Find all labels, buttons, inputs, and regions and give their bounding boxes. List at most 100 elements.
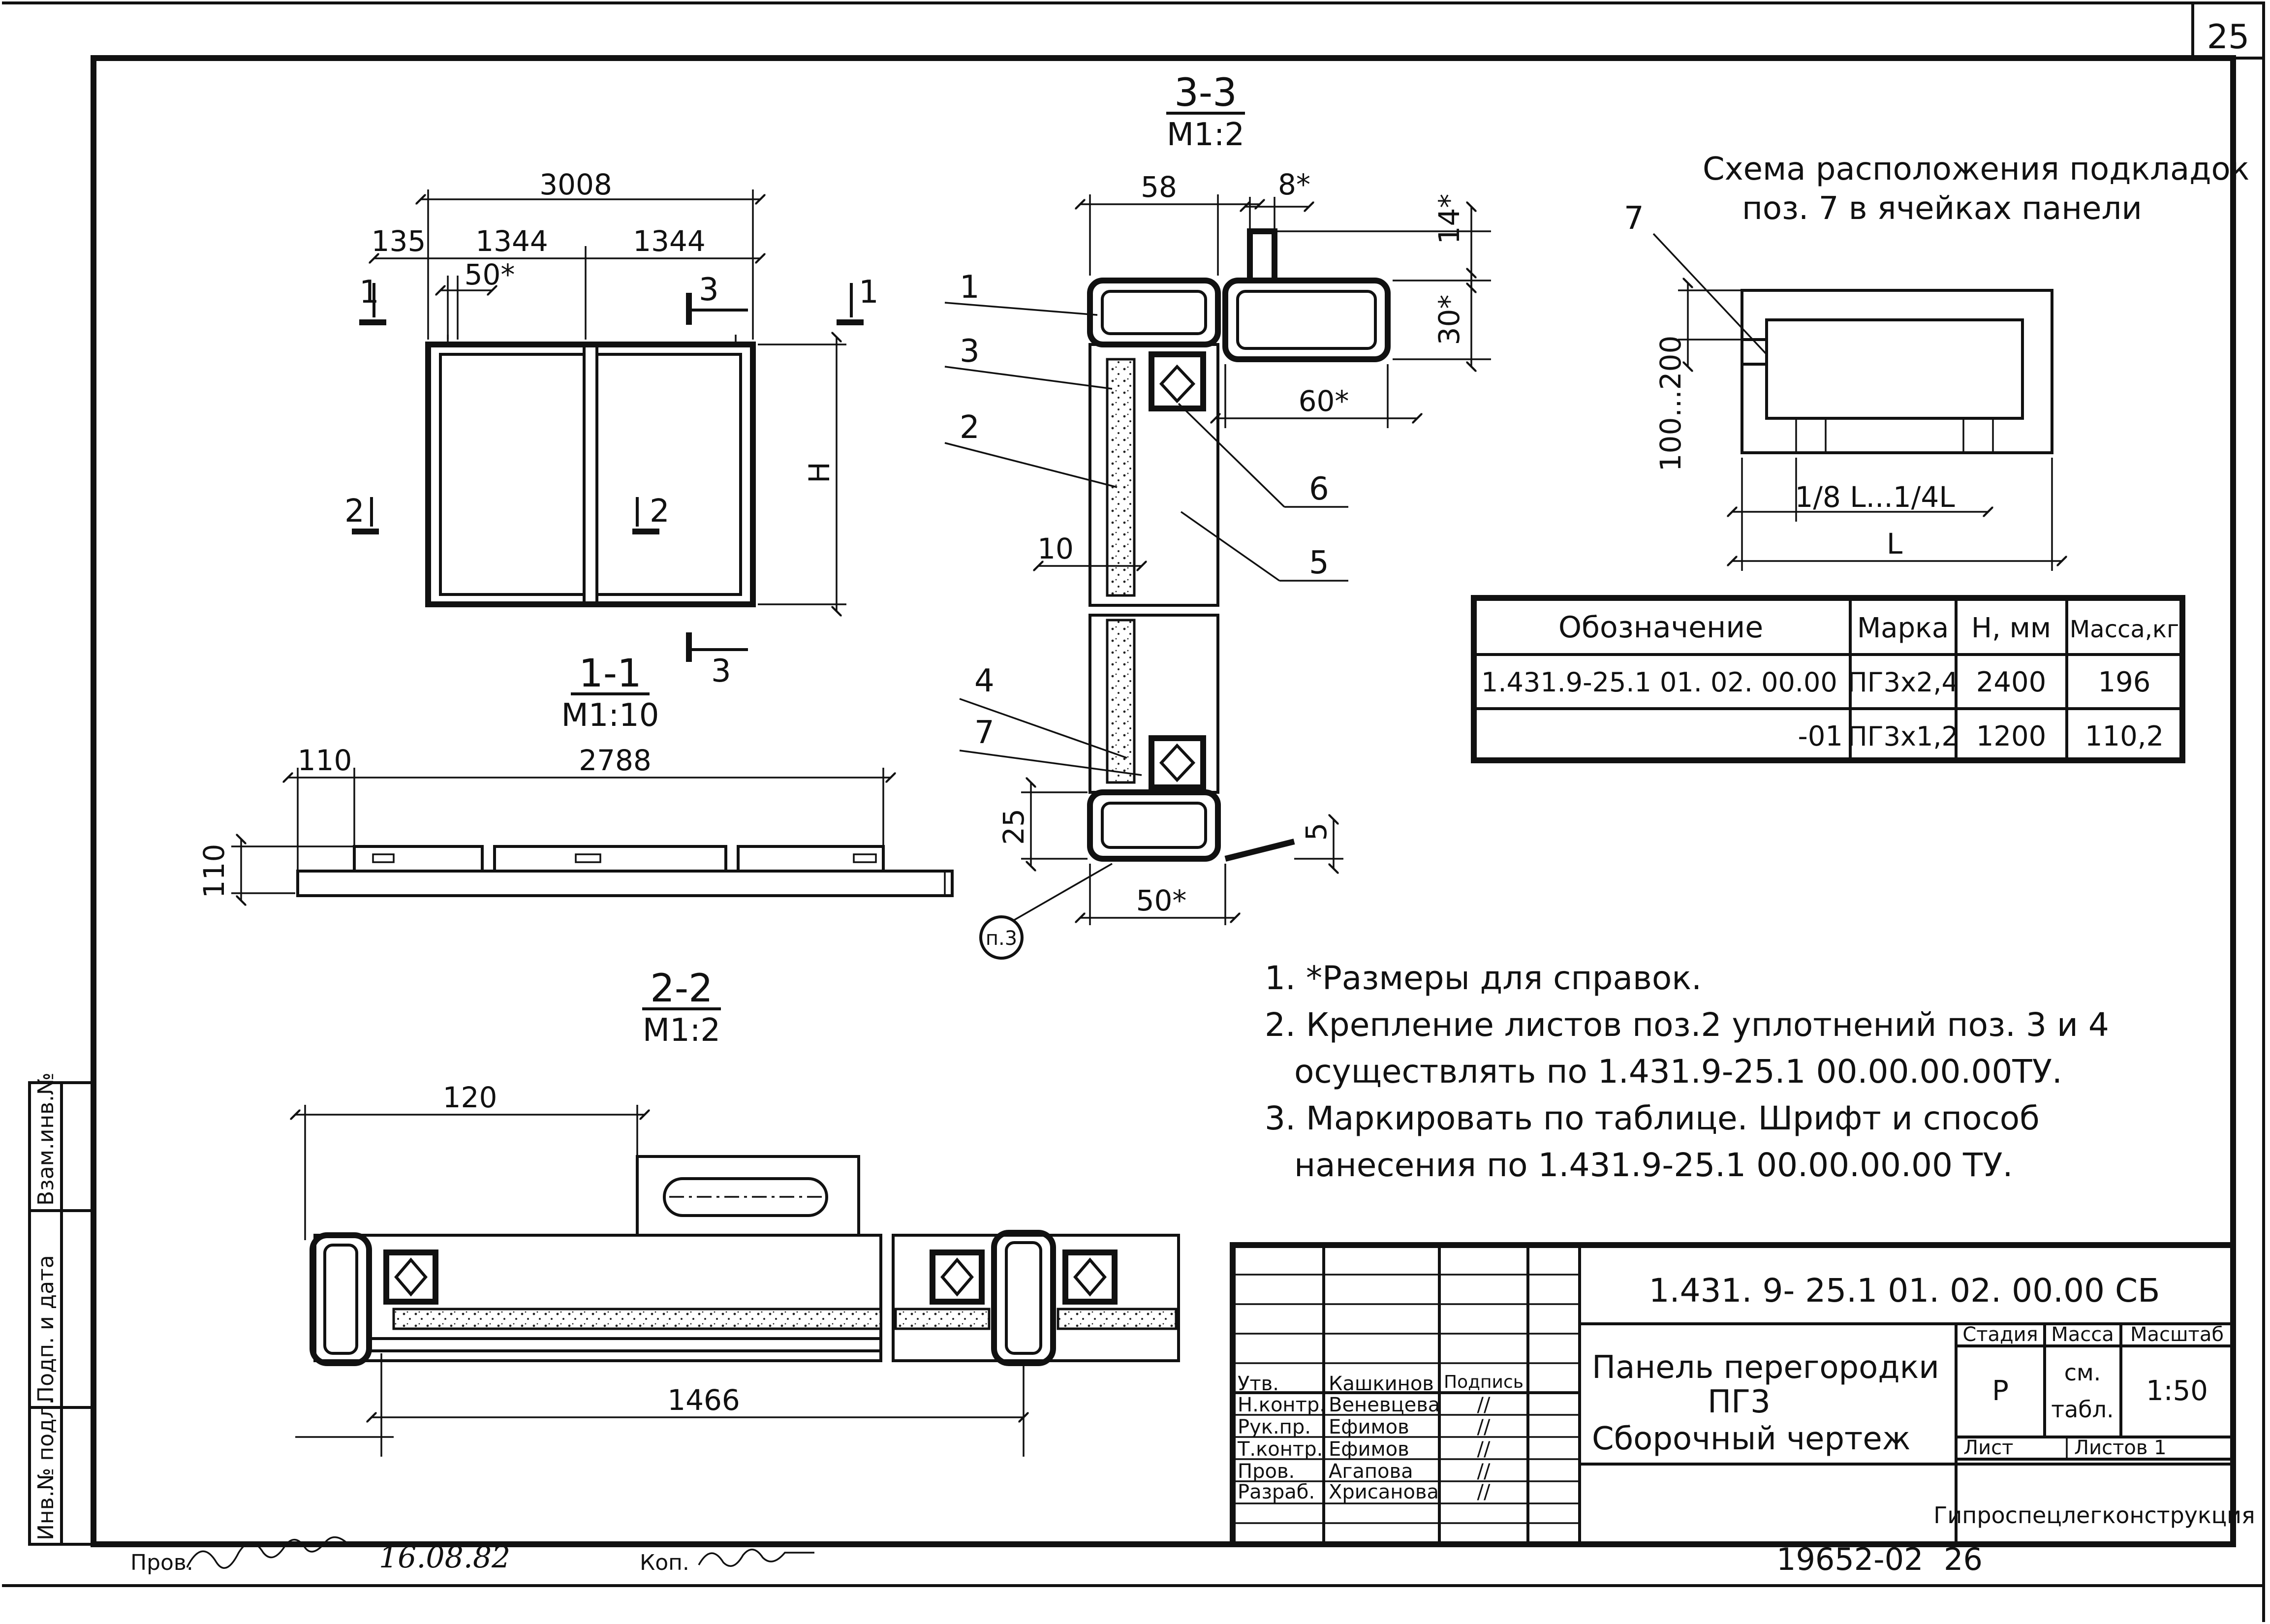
mass-value-2: табл.: [2051, 1396, 2114, 1423]
dim-50: 50*: [465, 258, 515, 291]
scale-value: 1:50: [2146, 1375, 2208, 1407]
view-plan: 110 2788 110: [197, 744, 954, 901]
dim-1344-b: 1344: [633, 224, 706, 258]
view-3-3-scale: М1:2: [1167, 117, 1244, 153]
view-1-1-scale: М1:10: [561, 697, 659, 734]
stage-value: Р: [1992, 1375, 2009, 1407]
notes: 1. *Размеры для справок. 2. Крепление ли…: [1265, 959, 2109, 1184]
callout-5: 5: [1309, 545, 1329, 581]
view-3-3-title: 3-3: [1174, 71, 1237, 115]
dim-120: 120: [443, 1081, 498, 1114]
product-name-2: ПГ3: [1708, 1384, 1771, 1420]
scheme-title-1: Схема расположения подкладок: [1703, 151, 2249, 187]
dim-50-bottom: 50*: [1136, 884, 1187, 917]
dim-2788: 2788: [579, 744, 652, 777]
callout-7: 7: [974, 715, 995, 751]
table-row-2-mass: 110,2: [2085, 720, 2164, 752]
table-row-1-h: 2400: [1976, 666, 2047, 698]
th-mass: Масса,кг: [2070, 616, 2179, 643]
footer-kop-label: Коп.: [640, 1550, 689, 1575]
note-2: 2. Крепление листов поз.2 уплотнений поз…: [1265, 1006, 2109, 1044]
callout-1: 1: [960, 269, 980, 306]
callout-4: 4: [974, 663, 995, 699]
ref-p3: п.3: [986, 927, 1017, 950]
organization: Гипроспецлегконструкция: [1933, 1502, 2255, 1529]
stamp-inv: Инв.№ подл.: [33, 1398, 59, 1540]
th-h: Н, мм: [1971, 612, 2051, 644]
dim-25: 25: [997, 809, 1030, 845]
stage-header: Стадия: [1962, 1323, 2038, 1346]
side-stamp: Взам.инв.№ Подп. и дата Инв.№ подл.: [28, 1072, 95, 1546]
scheme-dim-fraction: 1/8 L...1/4L: [1795, 480, 1955, 514]
footer-page: 26: [1944, 1541, 1983, 1577]
dim-58: 58: [1141, 170, 1177, 204]
sig-role-1: Утв.: [1238, 1373, 1279, 1395]
title-block: 1.431. 9- 25.1 01. 02. 00.00 СБ Панель п…: [1230, 1242, 2255, 1547]
sig-name-5: Агапова: [1329, 1460, 1413, 1483]
sig-name-1: Кашкинов: [1329, 1373, 1434, 1395]
callout-6: 6: [1309, 471, 1329, 507]
th-mark: Марка: [1857, 612, 1949, 644]
view-1-1: 3008 135 1344 1344 50* H 1 1 2 2 3 3 1-1: [344, 168, 879, 734]
dim-10: 10: [1037, 532, 1074, 565]
dim-60: 60*: [1299, 384, 1349, 418]
footer-number: 19652-02: [1776, 1541, 1924, 1577]
sig-role-5: Пров.: [1238, 1460, 1295, 1483]
footer-prov-label: Пров.: [130, 1550, 193, 1575]
sig-sign-6: //: [1477, 1481, 1491, 1503]
sheet-number: 25: [2207, 18, 2250, 57]
mark-2-right: 2: [650, 493, 670, 530]
footer: Пров. 16.08.82 Коп. 19652-02 26: [130, 1536, 1983, 1577]
mass-header: Масса: [2051, 1323, 2114, 1346]
sig-sign-2: //: [1477, 1394, 1491, 1416]
stamp-vzam: Взам.инв.№: [33, 1072, 59, 1206]
note-3: 3. Маркировать по таблице. Шрифт и спосо…: [1265, 1099, 2040, 1137]
scheme-callout-7: 7: [1624, 200, 1644, 237]
dim-110-top: 110: [298, 744, 352, 777]
table-row-2-mark: ПГ3х1,2: [1847, 721, 1959, 752]
scale-header: Масштаб: [2130, 1323, 2224, 1346]
note-1: 1. *Размеры для справок.: [1265, 959, 1702, 997]
sign-header: Подпись: [1444, 1372, 1524, 1392]
mark-3-top: 3: [699, 272, 719, 308]
stamp-podp: Подп. и дата: [33, 1255, 59, 1403]
sheet-label: Лист: [1963, 1437, 2013, 1459]
handwritten-signature-prov: [186, 1536, 350, 1569]
dim-1344-a: 1344: [475, 224, 548, 258]
note-3-cont: нанесения по 1.431.9-25.1 00.00.00.00 ТУ…: [1294, 1146, 2013, 1184]
mark-1-right: 1: [859, 274, 879, 311]
view-2-2: 2-2 М1:2 120 1466: [295, 967, 1180, 1457]
scheme-pads: Схема расположения подкладок поз. 7 в яч…: [1624, 151, 2249, 571]
product-name-1: Панель перегородки: [1592, 1349, 1939, 1386]
sig-name-4: Ефимов: [1329, 1438, 1409, 1461]
dim-h: H: [803, 462, 836, 483]
sig-name-2: Веневцева: [1329, 1394, 1440, 1416]
view-3-3: 3-3 М1:2 58 8* 14* 30*: [944, 71, 1491, 960]
doc-code: 1.431. 9- 25.1 01. 02. 00.00 СБ: [1649, 1272, 2160, 1310]
sig-sign-5: //: [1477, 1460, 1491, 1483]
footer-prov-date: 16.08.82: [379, 1540, 510, 1575]
dim-1466: 1466: [667, 1383, 740, 1417]
sig-sign-4: //: [1477, 1438, 1491, 1461]
table-row-1-mass: 196: [2098, 666, 2151, 698]
dim-8: 8*: [1278, 168, 1310, 201]
dim-5: 5: [1300, 823, 1333, 841]
sig-name-3: Ефимов: [1329, 1416, 1409, 1438]
handwritten-signature-kop: [698, 1549, 814, 1567]
callout-2: 2: [960, 409, 980, 446]
view-2-2-title: 2-2: [650, 967, 713, 1011]
sig-role-2: Н.контр.: [1238, 1394, 1326, 1416]
sig-role-4: Т.контр.: [1237, 1438, 1323, 1461]
sheets-label: Листов 1: [2074, 1437, 2167, 1459]
table-row-2-h: 1200: [1976, 720, 2047, 752]
view-1-1-title: 1-1: [579, 652, 641, 696]
dim-110-side: 110: [197, 844, 231, 899]
dim-30: 30*: [1432, 295, 1466, 345]
sig-role-3: Рук.пр.: [1238, 1416, 1311, 1438]
product-name-3: Сборочный чертеж: [1592, 1421, 1910, 1457]
dim-135: 135: [372, 224, 426, 258]
dim-14: 14*: [1432, 194, 1466, 245]
